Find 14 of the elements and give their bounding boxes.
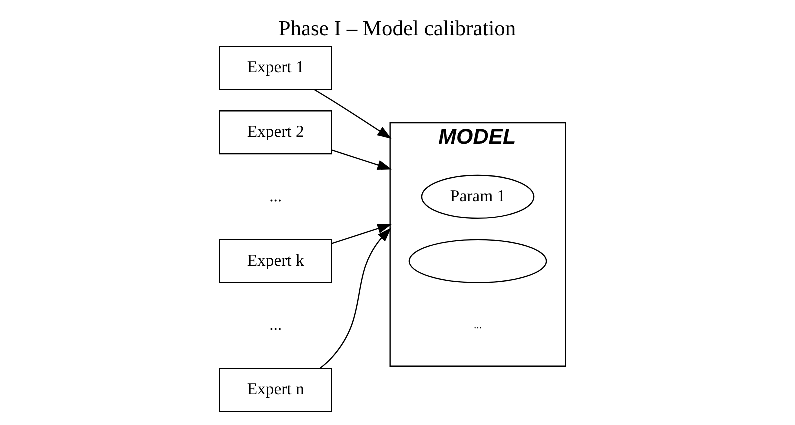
node-ellipse (408, 239, 548, 284)
node-ellipse: Param 1 (421, 174, 535, 220)
node-box: Expert n (219, 368, 332, 412)
label: ... (270, 186, 282, 206)
node-box: Expert k (219, 239, 332, 284)
arrow (332, 224, 392, 244)
label: ... (270, 315, 282, 334)
label: ... (474, 319, 482, 332)
arrow (320, 228, 392, 369)
node-box: Expert 2 (219, 110, 332, 155)
arrow (314, 89, 392, 140)
diagram-title: Phase I – Model calibration (278, 16, 516, 40)
arrow (332, 150, 392, 170)
node-box: Expert 1 (219, 46, 332, 90)
